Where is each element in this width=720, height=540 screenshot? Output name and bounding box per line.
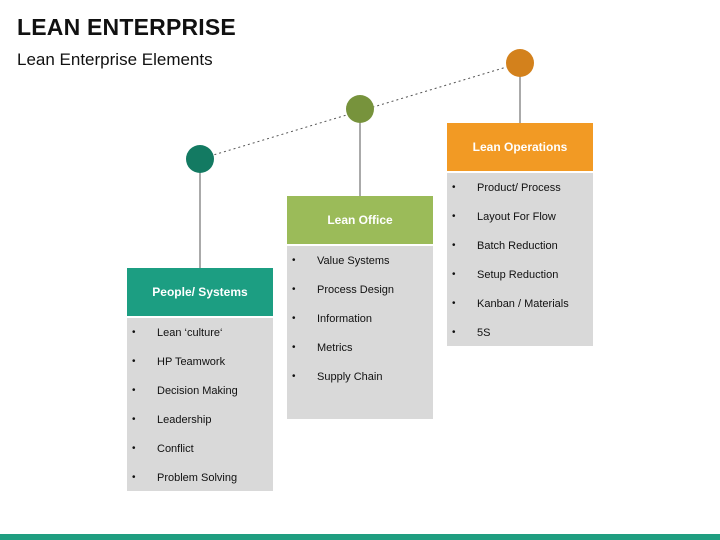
- bullet-icon: •: [292, 313, 296, 324]
- list-item: •Lean ‘culture‘: [127, 323, 273, 352]
- bullet-icon: •: [132, 327, 136, 338]
- bullet-icon: •: [452, 298, 456, 309]
- column-body: •Product/ Process •Layout For Flow •Batc…: [447, 173, 593, 346]
- node-circle-2: [346, 95, 374, 123]
- bullet-icon: •: [292, 371, 296, 382]
- list-item: •Process Design: [287, 280, 433, 309]
- column-title: People/ Systems: [152, 285, 248, 299]
- node-circle-3: [506, 49, 534, 77]
- bullet-icon: •: [292, 255, 296, 266]
- bullet-icon: •: [132, 443, 136, 454]
- column-lean-office: Lean Office •Value Systems •Process Desi…: [287, 196, 433, 419]
- slide-subtitle: Lean Enterprise Elements: [17, 50, 213, 69]
- list-item: •Leadership: [127, 410, 273, 439]
- list-item: •Value Systems: [287, 251, 433, 280]
- column-lean-operations: Lean Operations •Product/ Process •Layou…: [447, 123, 593, 346]
- bullet-icon: •: [292, 284, 296, 295]
- list-item: •HP Teamwork: [127, 352, 273, 381]
- list-item: •Metrics: [287, 338, 433, 367]
- dotted-connector-line: [199, 62, 521, 160]
- bullet-icon: •: [132, 472, 136, 483]
- column-body: •Lean ‘culture‘ •HP Teamwork •Decision M…: [127, 318, 273, 491]
- bullet-icon: •: [452, 182, 456, 193]
- item-list: •Lean ‘culture‘ •HP Teamwork •Decision M…: [127, 323, 273, 497]
- column-title: Lean Office: [327, 213, 393, 227]
- column-title: Lean Operations: [472, 140, 568, 154]
- bullet-icon: •: [452, 269, 456, 280]
- list-item: •Setup Reduction: [447, 265, 593, 294]
- bullet-icon: •: [452, 211, 456, 222]
- list-item: •Information: [287, 309, 433, 338]
- list-item: •Kanban / Materials: [447, 294, 593, 323]
- column-header: Lean Operations: [447, 123, 593, 171]
- bullet-icon: •: [452, 240, 456, 251]
- item-list: •Product/ Process •Layout For Flow •Batc…: [447, 178, 593, 352]
- item-list: •Value Systems •Process Design •Informat…: [287, 251, 433, 396]
- slide-title: LEAN ENTERPRISE: [17, 14, 236, 40]
- list-item: •Supply Chain: [287, 367, 433, 396]
- list-item: •Conflict: [127, 439, 273, 468]
- bullet-icon: •: [132, 414, 136, 425]
- list-item: •Layout For Flow: [447, 207, 593, 236]
- list-item: •Decision Making: [127, 381, 273, 410]
- bullet-icon: •: [292, 342, 296, 353]
- column-people-systems: People/ Systems •Lean ‘culture‘ •HP Team…: [127, 268, 273, 491]
- column-body: •Value Systems •Process Design •Informat…: [287, 246, 433, 419]
- list-item: •Problem Solving: [127, 468, 273, 497]
- list-item: •5S: [447, 323, 593, 352]
- node-circle-1: [186, 145, 214, 173]
- column-header: People/ Systems: [127, 268, 273, 316]
- list-item: •Batch Reduction: [447, 236, 593, 265]
- list-item: •Product/ Process: [447, 178, 593, 207]
- bullet-icon: •: [132, 356, 136, 367]
- bullet-icon: •: [452, 327, 456, 338]
- bullet-icon: •: [132, 385, 136, 396]
- footer-accent-bar: [0, 534, 720, 540]
- column-header: Lean Office: [287, 196, 433, 244]
